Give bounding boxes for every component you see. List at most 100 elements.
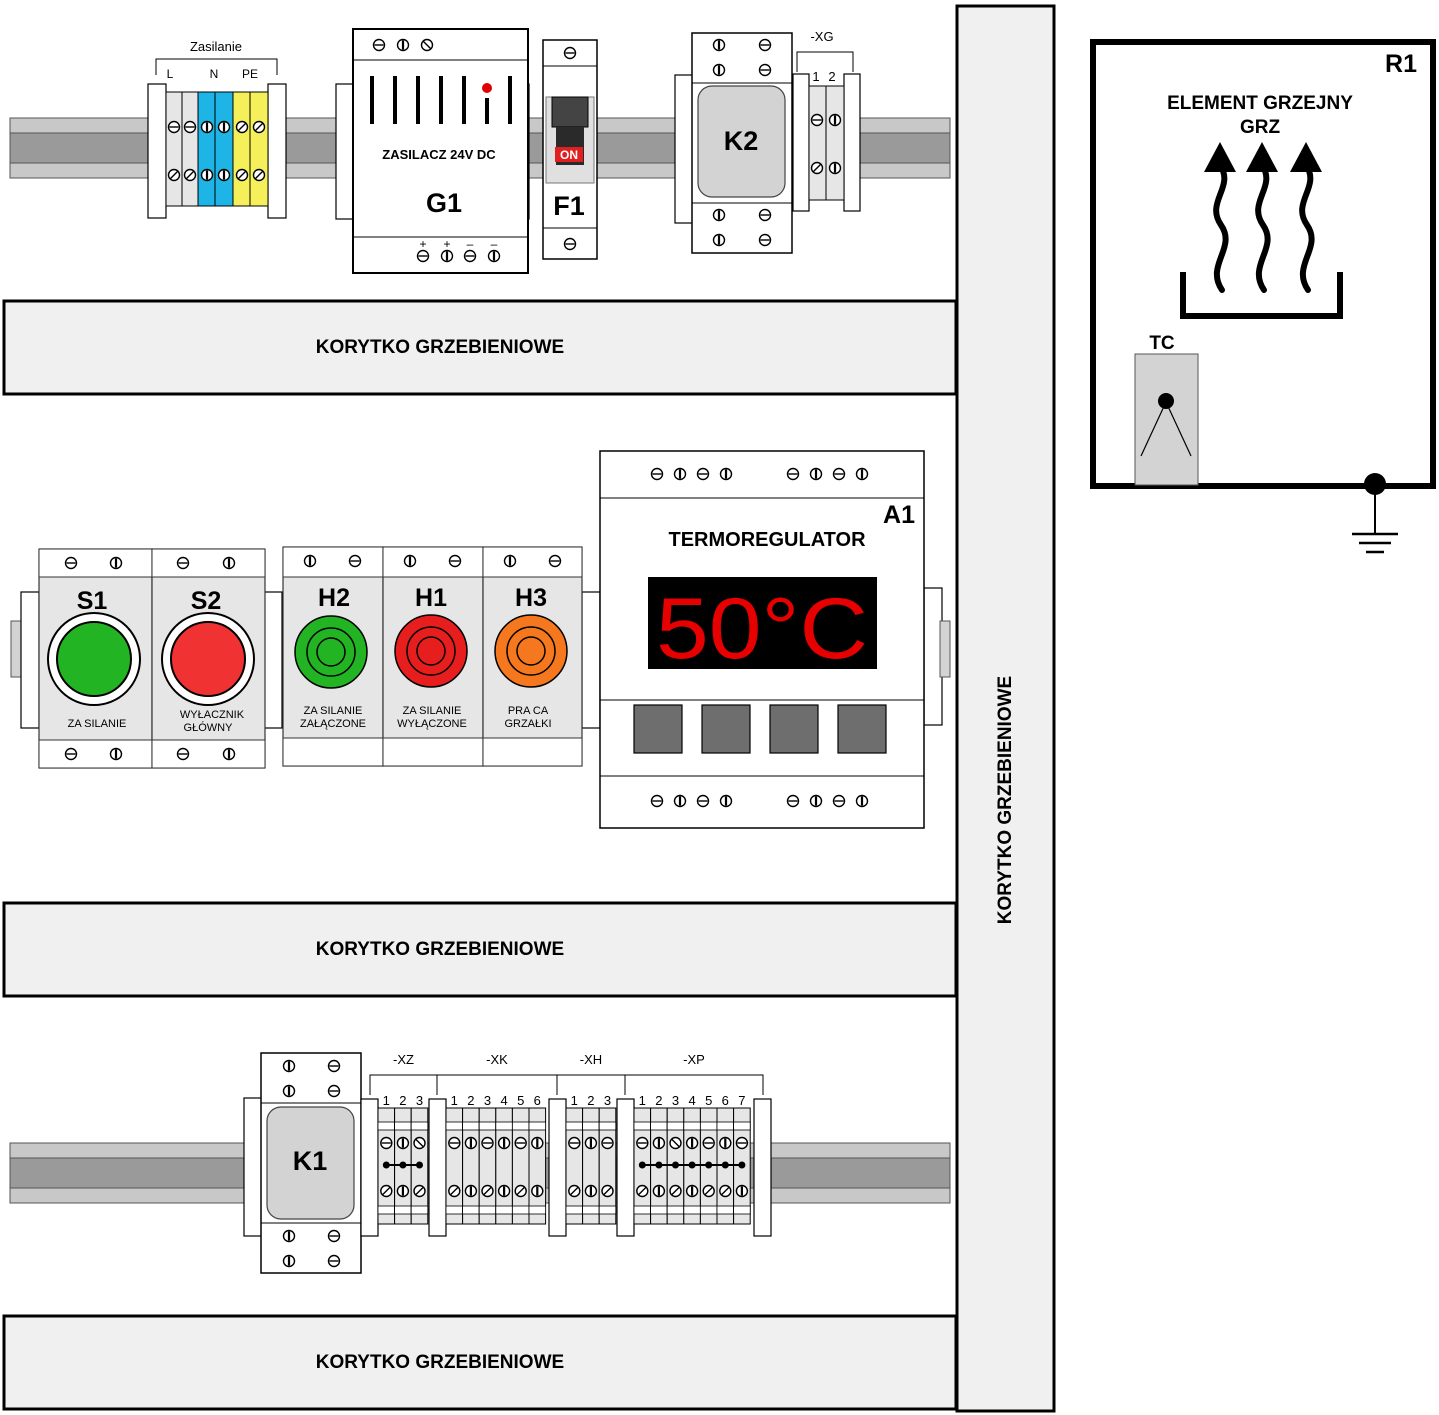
vent-slots bbox=[370, 76, 512, 124]
screw-icon bbox=[652, 1136, 666, 1150]
k1-id: K1 bbox=[293, 1146, 328, 1176]
screw-icon bbox=[464, 1136, 478, 1150]
g1-id: G1 bbox=[426, 188, 462, 218]
terminal-number: 5 bbox=[517, 1093, 524, 1108]
f1-id: F1 bbox=[553, 191, 585, 221]
h2-label-2: ZAŁĄCZONE bbox=[300, 718, 366, 730]
screw-icon bbox=[685, 1136, 699, 1150]
heater-title-1: ELEMENT GRZEJNY bbox=[1167, 93, 1353, 114]
terminal-number: 2 bbox=[399, 1093, 406, 1108]
screw-icon bbox=[380, 1136, 393, 1150]
end-plate bbox=[428, 1098, 447, 1237]
screw-icon bbox=[652, 1184, 666, 1198]
screw-icon bbox=[702, 1184, 715, 1198]
heater-title-2: GRZ bbox=[1240, 117, 1281, 138]
h1-id: H1 bbox=[415, 584, 447, 612]
screw-icon bbox=[448, 1136, 461, 1150]
heater-enclosure-r1: R1 ELEMENT GRZEJNY GRZ TC bbox=[1090, 39, 1436, 554]
s2-pushbutton[interactable] bbox=[170, 621, 246, 697]
s2-id: S2 bbox=[191, 587, 222, 615]
h2-id: H2 bbox=[318, 584, 350, 612]
k2-id: K2 bbox=[724, 126, 759, 156]
screw-icon bbox=[380, 1184, 393, 1198]
screw-icon bbox=[735, 1184, 749, 1198]
terminal-number: 7 bbox=[738, 1093, 745, 1108]
terminal-number: 5 bbox=[705, 1093, 712, 1108]
h2-label-1: ZA SILANIE bbox=[304, 705, 363, 717]
breaker-on-indicator bbox=[555, 147, 583, 162]
supply-label-l: L bbox=[167, 67, 174, 81]
lamp-h2: H2 ZA SILANIE ZAŁĄCZONE bbox=[282, 546, 384, 767]
screw-icon bbox=[685, 1184, 699, 1198]
supply-label-n: N bbox=[210, 67, 219, 81]
screw-icon bbox=[601, 1136, 614, 1150]
controller-key-2[interactable] bbox=[701, 704, 751, 754]
a1-id: A1 bbox=[883, 501, 915, 529]
lamp-h1: H1 ZA SILANIE WYŁĄCZONE bbox=[382, 546, 484, 767]
screw-icon bbox=[718, 1136, 732, 1150]
screw-icon bbox=[514, 1184, 527, 1198]
screw-icon bbox=[702, 1136, 715, 1150]
terminal-number: 1 bbox=[639, 1093, 646, 1108]
terminal-number: 1 bbox=[451, 1093, 458, 1108]
button-s2[interactable]: S2 WYŁACZNIK GŁÓWNY bbox=[151, 548, 266, 769]
screw-icon bbox=[497, 1184, 511, 1198]
screw-icon bbox=[584, 1184, 598, 1198]
breaker-on-label: ON bbox=[560, 148, 578, 162]
breaker-lever[interactable] bbox=[551, 96, 589, 128]
screw-icon bbox=[413, 1136, 426, 1150]
status-led bbox=[482, 83, 492, 93]
heat-waves-icon bbox=[1213, 162, 1315, 293]
s1-pushbutton[interactable] bbox=[56, 621, 132, 697]
terminal-number: 2 bbox=[587, 1093, 594, 1108]
lamp-h3: H3 PRA CA GRZAŁKI bbox=[482, 546, 583, 767]
cable-duct-bottom: KORYTKO GRZEBIENIOWE bbox=[2, 1314, 958, 1411]
g1-name: ZASILACZ 24V DC bbox=[382, 147, 496, 162]
controller-key-3[interactable] bbox=[769, 704, 819, 754]
s2-label-1: WYŁACZNIK bbox=[180, 709, 245, 721]
contactor-k2: K2 bbox=[674, 32, 793, 254]
strip-title: -XZ bbox=[393, 1052, 414, 1067]
circuit-breaker-f1: ON F1 bbox=[542, 39, 598, 260]
temperature-controller-a1: A1 TERMOREGULATOR 50°C bbox=[599, 450, 951, 829]
controller-key-1[interactable] bbox=[633, 704, 683, 754]
end-plate bbox=[548, 1098, 567, 1237]
temperature-display bbox=[648, 577, 877, 669]
button-module: S1 ZA SILANIE S2 WYŁACZNIK GŁÓWNY bbox=[10, 548, 283, 769]
screw-icon bbox=[413, 1184, 426, 1198]
s2-label-2: GŁÓWNY bbox=[184, 721, 234, 734]
screw-icon bbox=[514, 1136, 527, 1150]
screw-icon bbox=[481, 1184, 494, 1198]
duct-label-top: KORYTKO GRZEBIENIOWE bbox=[316, 337, 564, 358]
a1-name: TERMOREGULATOR bbox=[668, 529, 866, 551]
terminal-number: 3 bbox=[672, 1093, 679, 1108]
duct-label-middle: KORYTKO GRZEBIENIOWE bbox=[316, 939, 564, 960]
end-plate bbox=[360, 1098, 379, 1237]
supply-title: Zasilanie bbox=[190, 39, 242, 54]
xg-title: -XG bbox=[810, 29, 833, 44]
terminal-number: 3 bbox=[604, 1093, 611, 1108]
screw-icon bbox=[636, 1184, 649, 1198]
duct-label-vertical: KORYTKO GRZEBIENIOWE bbox=[995, 676, 1016, 924]
contactor-k1: K1 bbox=[243, 1052, 362, 1274]
xg-num-1: 1 bbox=[812, 69, 819, 84]
strip-title: -XK bbox=[486, 1052, 508, 1067]
terminal-number: 1 bbox=[571, 1093, 578, 1108]
supply-terminal-block: Zasilanie L N PE bbox=[147, 39, 287, 219]
screw-icon bbox=[669, 1136, 682, 1150]
g1-sign-3: – bbox=[467, 237, 474, 251]
screw-icon bbox=[568, 1136, 581, 1150]
screw-icon bbox=[530, 1136, 544, 1150]
button-s1[interactable]: S1 ZA SILANIE bbox=[38, 548, 153, 769]
screw-icon bbox=[396, 1184, 410, 1198]
xg-num-2: 2 bbox=[828, 69, 835, 84]
controller-key-4[interactable] bbox=[837, 704, 887, 754]
strip-title: -XP bbox=[683, 1052, 705, 1067]
screw-icon bbox=[719, 1184, 732, 1198]
h3-label-1: PRA CA bbox=[508, 705, 549, 717]
heater-tray-icon bbox=[1180, 272, 1343, 319]
